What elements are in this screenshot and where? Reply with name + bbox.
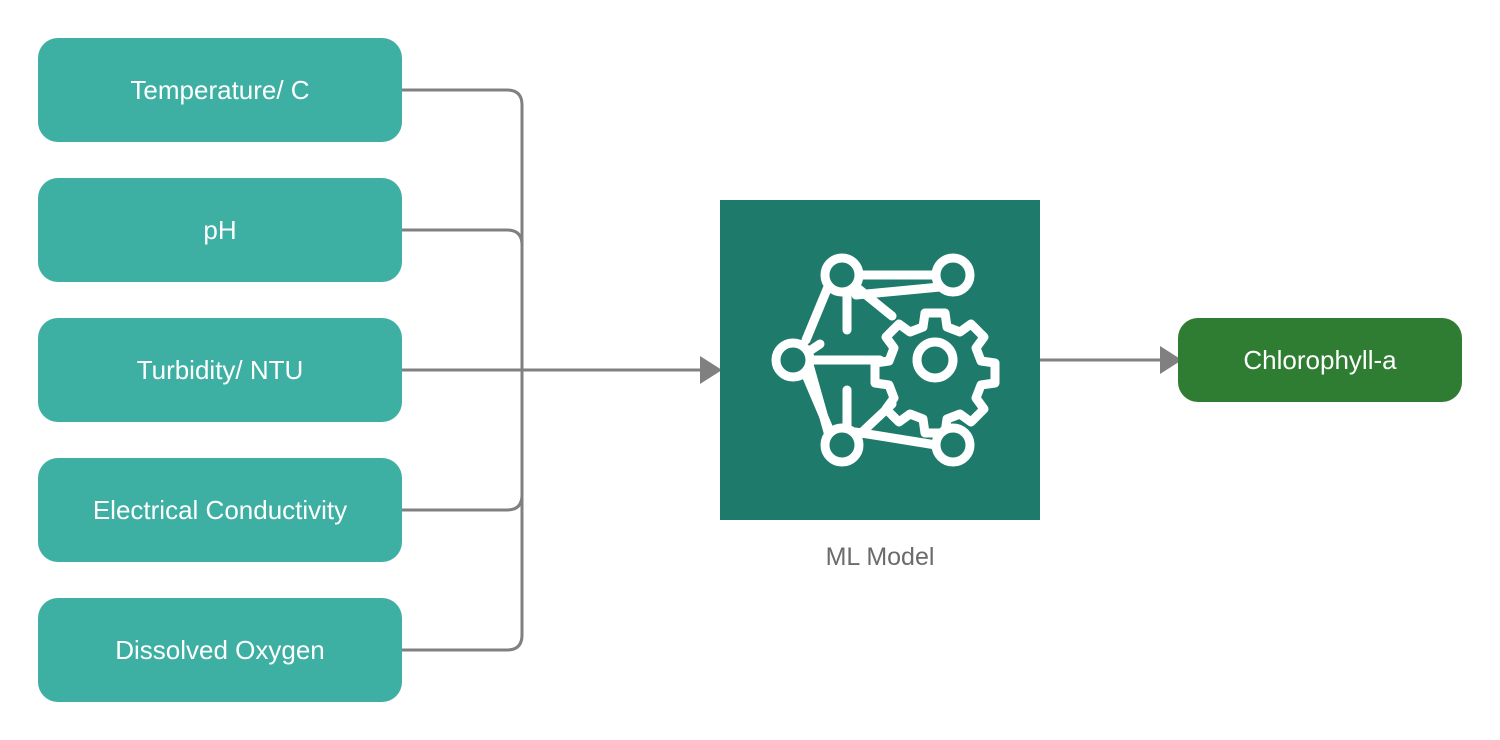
connector-ph: [400, 228, 524, 372]
network-node-bottom-right: [931, 423, 975, 467]
input-node-oxygen: Dissolved Oxygen: [38, 598, 402, 702]
connector-temperature: [400, 88, 524, 372]
network-node-bottom-left: [820, 423, 864, 467]
arrowhead-into-model: [700, 356, 722, 384]
input-node-turbidity: Turbidity/ NTU: [38, 318, 402, 422]
network-node-top-left: [820, 253, 864, 297]
input-node-temperature: Temperature/ C: [38, 38, 402, 142]
ml-model-box: [720, 200, 1040, 520]
connector-oxygen: [400, 368, 524, 652]
input-node-ph: pH: [38, 178, 402, 282]
output-node-chlorophyll: Chlorophyll-a: [1178, 318, 1462, 402]
network-node-left: [771, 338, 815, 382]
neural-network-gear-icon: [720, 200, 1040, 520]
network-node-top-right: [931, 253, 975, 297]
ml-model-label: ML Model: [825, 543, 935, 571]
connector-conductivity: [400, 368, 524, 512]
input-node-conductivity: Electrical Conductivity: [38, 458, 402, 562]
arrowhead-into-output: [1160, 346, 1182, 374]
